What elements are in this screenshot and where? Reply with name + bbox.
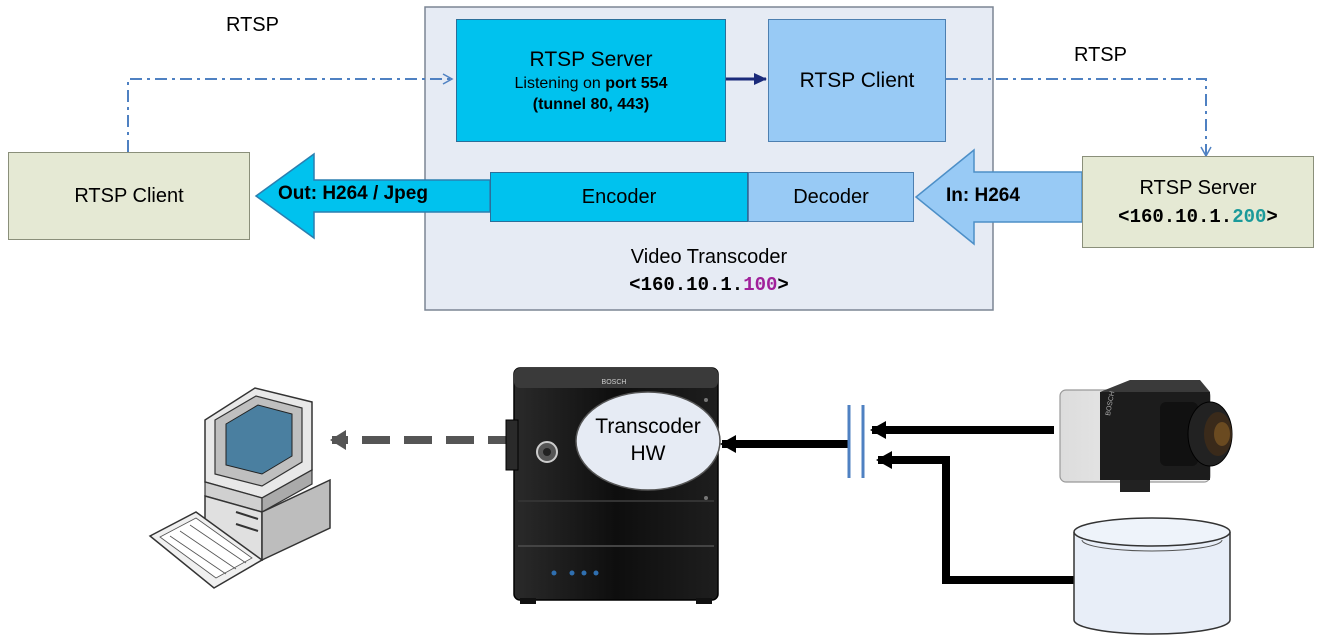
- device-brand: BOSCH: [602, 379, 627, 386]
- storage-cylinder-icon: [1073, 517, 1231, 635]
- transcoder-hw-line1: Transcoder: [595, 415, 701, 438]
- right-server-ip-close: >: [1266, 205, 1278, 228]
- right-server-ip-suffix: 200: [1232, 205, 1267, 228]
- transcoder-title: Video Transcoder: [630, 246, 788, 268]
- transcoder-hw-line2: HW: [630, 442, 666, 465]
- rtsp-right-label: RTSP: [1074, 44, 1127, 66]
- left-rtsp-client-label: RTSP Client: [74, 184, 184, 207]
- right-rtsp-server: RTSP Server <160.10.1.200>: [1082, 156, 1314, 248]
- transcoder-ip-close: >: [777, 274, 789, 296]
- storage-input-arrow: [876, 451, 1082, 584]
- out-arrow: [254, 152, 491, 240]
- decoder-box: Decoder: [748, 172, 914, 222]
- in-arrow: [914, 148, 1083, 246]
- rtsp-server-listening: Listening on: [514, 74, 606, 92]
- rtsp-left-label: RTSP: [226, 14, 279, 36]
- transcoder-ip: <160.10.1.100>: [425, 274, 993, 296]
- rtsp-server-port: Listening on port 554: [515, 75, 668, 93]
- right-rtsp-server-ip: <160.10.1.200>: [1118, 206, 1278, 228]
- rtsp-server-box: RTSP Server Listening on port 554 (tunne…: [456, 19, 726, 142]
- camera-icon: [1059, 380, 1233, 492]
- rtsp-server-tunnel: (tunnel 80, 443): [532, 95, 650, 113]
- computer-icon: [148, 387, 331, 589]
- right-rtsp-server-title: RTSP Server: [1139, 176, 1257, 199]
- inner-rtsp-client-label: RTSP Client: [799, 68, 915, 92]
- rtsp-server-title: RTSP Server: [529, 47, 653, 71]
- transcoder-ip-suffix: 100: [743, 274, 778, 296]
- encoder-box: Encoder: [490, 172, 748, 222]
- in-label: In: H264: [946, 185, 1020, 206]
- transcoder-hw-label: Transcoder HW: [576, 413, 720, 467]
- rtsp-right-line: [946, 78, 1212, 158]
- inner-rtsp-client: RTSP Client: [768, 19, 946, 142]
- left-rtsp-client: RTSP Client: [8, 152, 250, 240]
- right-server-ip-prefix: <160.10.1.: [1118, 205, 1233, 228]
- transcoder-ip-prefix: <160.10.1.: [629, 274, 744, 296]
- out-label: Out: H264 / Jpeg: [278, 183, 428, 204]
- rtsp-server-port-value: port 554: [605, 74, 668, 92]
- encoder-label: Encoder: [581, 185, 657, 208]
- camera-brand: BOSCH: [1105, 391, 1116, 417]
- decoder-label: Decoder: [793, 185, 869, 208]
